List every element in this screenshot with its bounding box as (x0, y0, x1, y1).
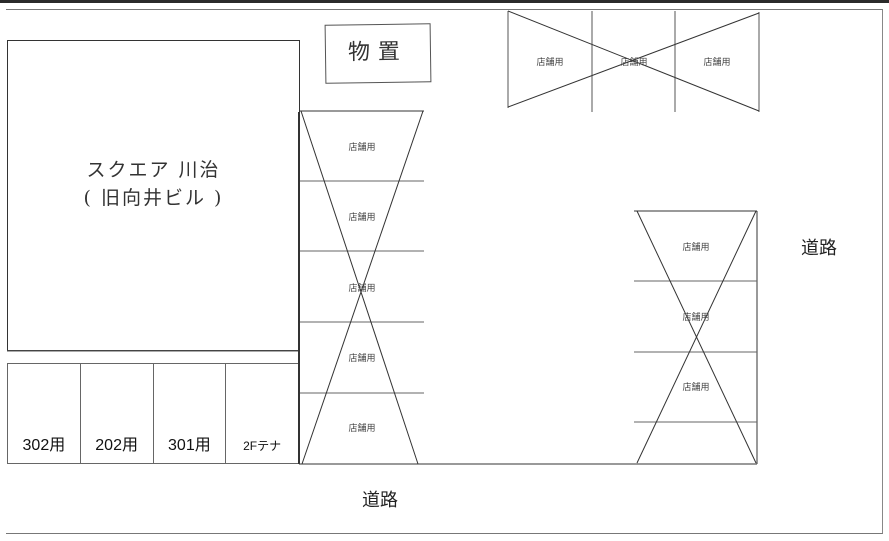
shop-slot-label: 店舗用 (348, 283, 376, 293)
parking-space-301: 301用 (154, 364, 227, 463)
shop-slot-label: 店舗用 (348, 142, 376, 152)
parking-label: 301用 (168, 437, 211, 454)
parking-space-202: 202用 (81, 364, 154, 463)
parking-row: 302用 202用 301用 2Fテナ (7, 363, 299, 464)
building-former-name: ( 旧向井ビル ) (83, 187, 224, 209)
shop-slot-label: 店舗用 (348, 353, 376, 363)
parking-label: 302用 (22, 437, 66, 454)
shop-slot-label: 店舗用 (682, 312, 710, 322)
parking-label: 2Fテナ (243, 439, 282, 453)
shop-slot-label: 店舗用 (348, 212, 376, 222)
shop-slot-label: 店舗用 (682, 242, 710, 252)
parking-label: 202用 (95, 437, 138, 454)
shop-slot-label: 店舗用 (682, 382, 710, 392)
shop-slot-label: 店舗用 (348, 423, 376, 433)
shop-slot-label: 店舗用 (703, 57, 731, 67)
road-label-south: 道路 (362, 490, 398, 511)
building-name: スクエア 川治 (86, 159, 221, 181)
shop-slot-label: 店舗用 (620, 57, 648, 67)
top-border-bar (0, 0, 889, 3)
road-label-east: 道路 (801, 238, 837, 259)
parking-space-302: 302用 (8, 364, 81, 463)
parking-space-2f-tenant: 2Fテナ (226, 364, 298, 463)
site-boundary (6, 9, 883, 534)
building-label: スクエア 川治 ( 旧向井ビル ) (8, 156, 299, 212)
shop-slot-label: 店舗用 (536, 57, 564, 67)
